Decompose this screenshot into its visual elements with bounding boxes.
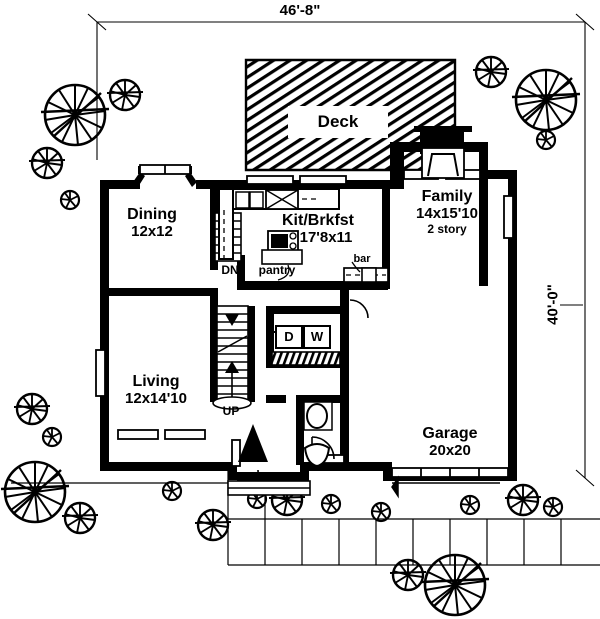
annotation-stair-down: DN <box>221 263 239 277</box>
room-label-deck: Deck <box>317 112 359 131</box>
bathroom-fixtures <box>303 401 333 468</box>
annotation-bar: bar <box>353 253 371 265</box>
room-label-kitchen: Kit/Brkfst 17'8x11 <box>281 212 355 246</box>
entry-marker <box>238 424 268 462</box>
laundry-appliances <box>271 325 341 366</box>
label-washer: W <box>310 329 324 344</box>
kitchen-fixtures <box>218 188 389 283</box>
room-label-dining: Dining 12x12 <box>127 206 177 240</box>
overall-height-dimension: 40'-0" <box>544 284 562 325</box>
walkway <box>391 475 500 499</box>
fireplace <box>421 147 465 179</box>
label-dryer: D <box>284 329 294 344</box>
overall-width-dimension: 46'-8" <box>279 2 321 19</box>
dimension-lines <box>87 13 595 487</box>
room-label-family: Family 14x15'10 2 story <box>416 188 478 236</box>
room-label-living: Living 12x14'10 <box>125 373 187 407</box>
room-label-garage: Garage 20x20 <box>422 425 478 459</box>
annotation-pantry: pantry <box>258 263 296 277</box>
front-stoop <box>227 480 311 496</box>
annotation-stair-up: UP <box>222 404 240 418</box>
